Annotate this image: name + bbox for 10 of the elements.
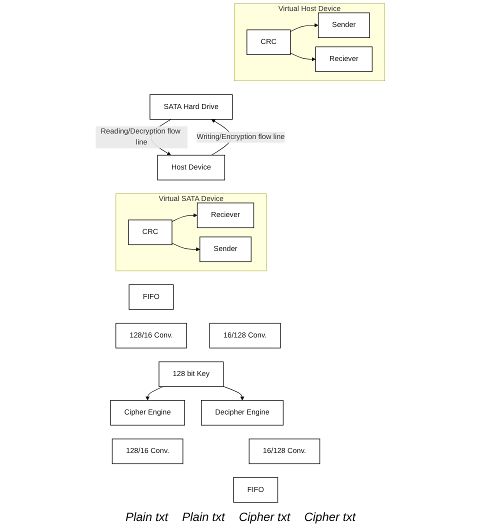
annotation-text: Plain txt (125, 510, 168, 524)
annotation-text: Plain txt (182, 510, 225, 524)
arrow (172, 213, 198, 222)
arrow (223, 386, 245, 401)
arrow (146, 386, 164, 401)
arrow (172, 242, 200, 252)
annotation-text: Cipher txt (238, 510, 290, 524)
annotation-text: Cipher txt (304, 510, 356, 524)
arrow (290, 52, 316, 62)
arrow (290, 23, 319, 32)
